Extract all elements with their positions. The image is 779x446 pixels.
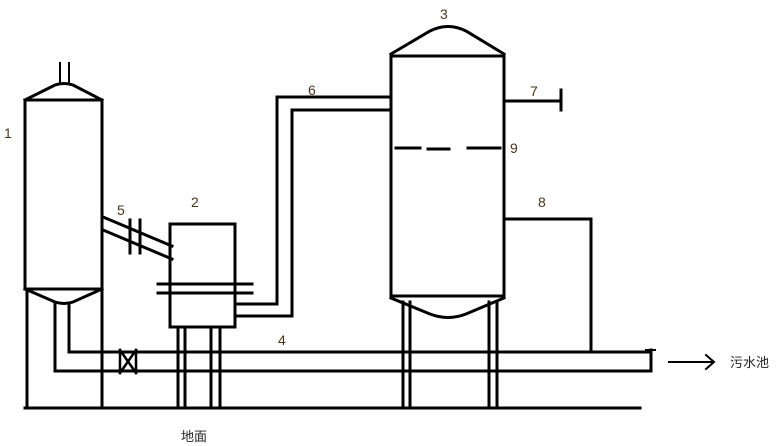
ground-label: 地面 bbox=[181, 430, 207, 445]
label-1: 1 bbox=[4, 125, 12, 141]
pipe-8 bbox=[502, 217, 593, 352]
vessel-3 bbox=[388, 25, 507, 410]
pipe-6 bbox=[233, 95, 393, 318]
pipe-4 bbox=[53, 301, 656, 373]
label-5: 5 bbox=[117, 202, 125, 218]
pipe-5 bbox=[101, 215, 174, 261]
valve-icon bbox=[118, 348, 138, 375]
label-8: 8 bbox=[538, 194, 546, 210]
vessel-1 bbox=[22, 62, 105, 410]
label-6: 6 bbox=[308, 82, 316, 98]
label-3: 3 bbox=[440, 6, 448, 22]
arrow-to-sewage-pool-icon bbox=[668, 353, 716, 371]
label-7: 7 bbox=[530, 83, 538, 99]
label-2: 2 bbox=[191, 194, 199, 210]
label-4: 4 bbox=[278, 332, 286, 348]
label-9: 9 bbox=[510, 140, 518, 156]
sewage-pool-label: 污水池 bbox=[730, 356, 769, 371]
vessel-2 bbox=[156, 222, 254, 410]
pipe-7 bbox=[502, 88, 563, 112]
liquid-level-9 bbox=[394, 146, 502, 151]
